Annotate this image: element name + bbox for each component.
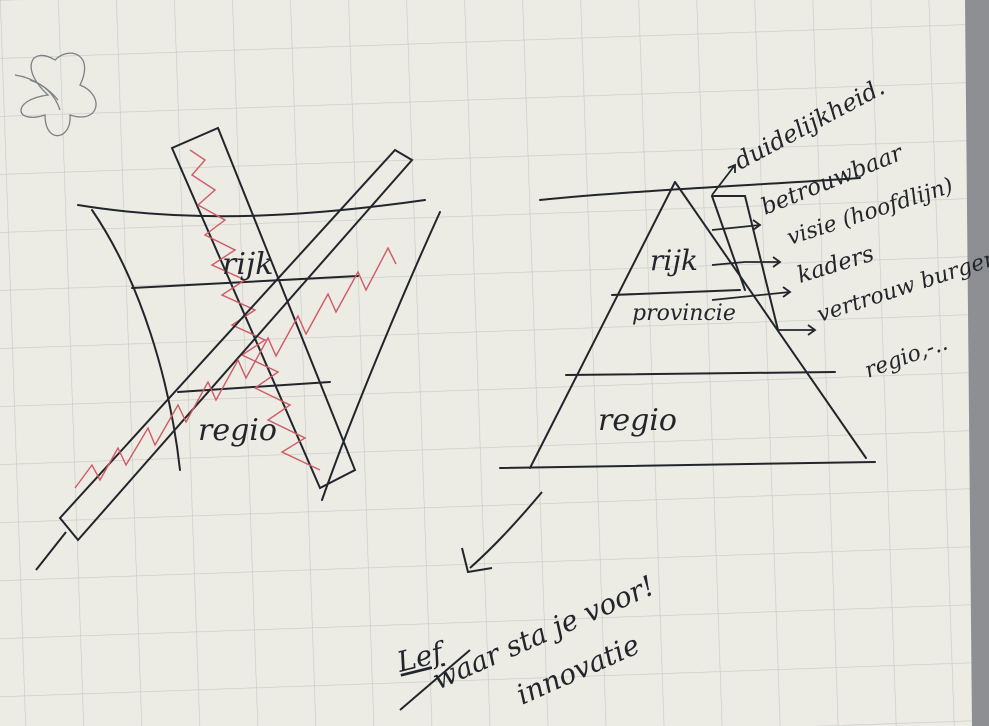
left-label-rijk: rijk: [222, 247, 273, 282]
pyramid-label-rijk: rijk: [650, 244, 698, 277]
left-label-regio: regio: [198, 413, 277, 448]
pyramid-label-provincie: provincie: [632, 301, 736, 326]
pyramid-label-regio: regio: [598, 403, 677, 438]
